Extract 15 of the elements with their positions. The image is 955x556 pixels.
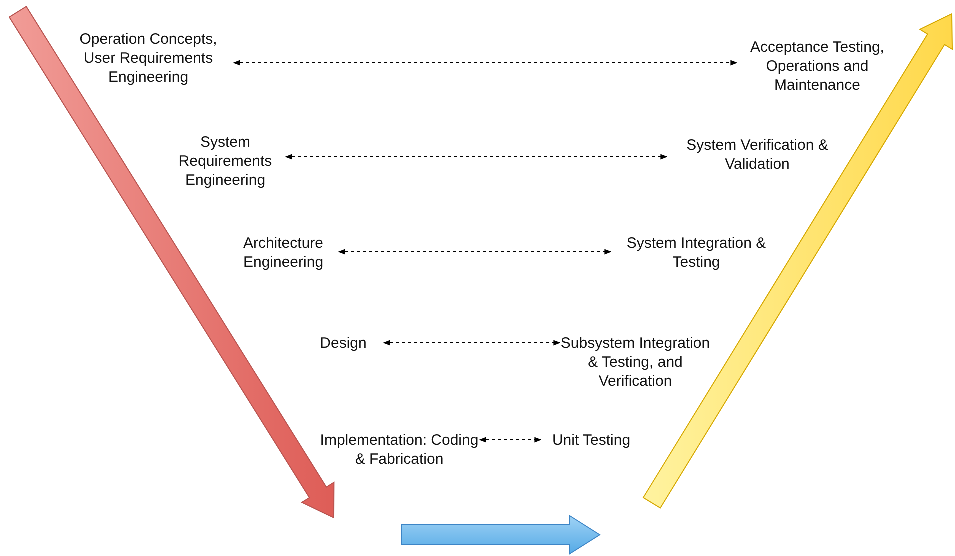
phase-label: Operation Concepts, User Requirements Engineering: [63, 30, 234, 87]
dashed-arrow: [479, 437, 542, 443]
dashed-arrow: [285, 154, 668, 160]
phase-label: System Integration & Testing: [611, 234, 782, 272]
phase-label: Implementation: Coding & Fabrication: [319, 431, 480, 469]
phase-label: Subsystem Integration & Testing, and Verification: [560, 334, 711, 391]
phase-label: Acceptance Testing, Operations and Maintenance: [737, 38, 898, 95]
phase-label: Architecture Engineering: [228, 234, 339, 272]
phase-label: System Requirements Engineering: [165, 133, 286, 190]
dashed-arrow: [383, 340, 561, 346]
dashed-arrow: [338, 249, 612, 255]
phase-label: Design: [303, 334, 384, 353]
phase-label: Unit Testing: [541, 431, 642, 450]
dashed-arrow: [233, 60, 738, 66]
phase-label: System Verification & Validation: [667, 136, 848, 174]
